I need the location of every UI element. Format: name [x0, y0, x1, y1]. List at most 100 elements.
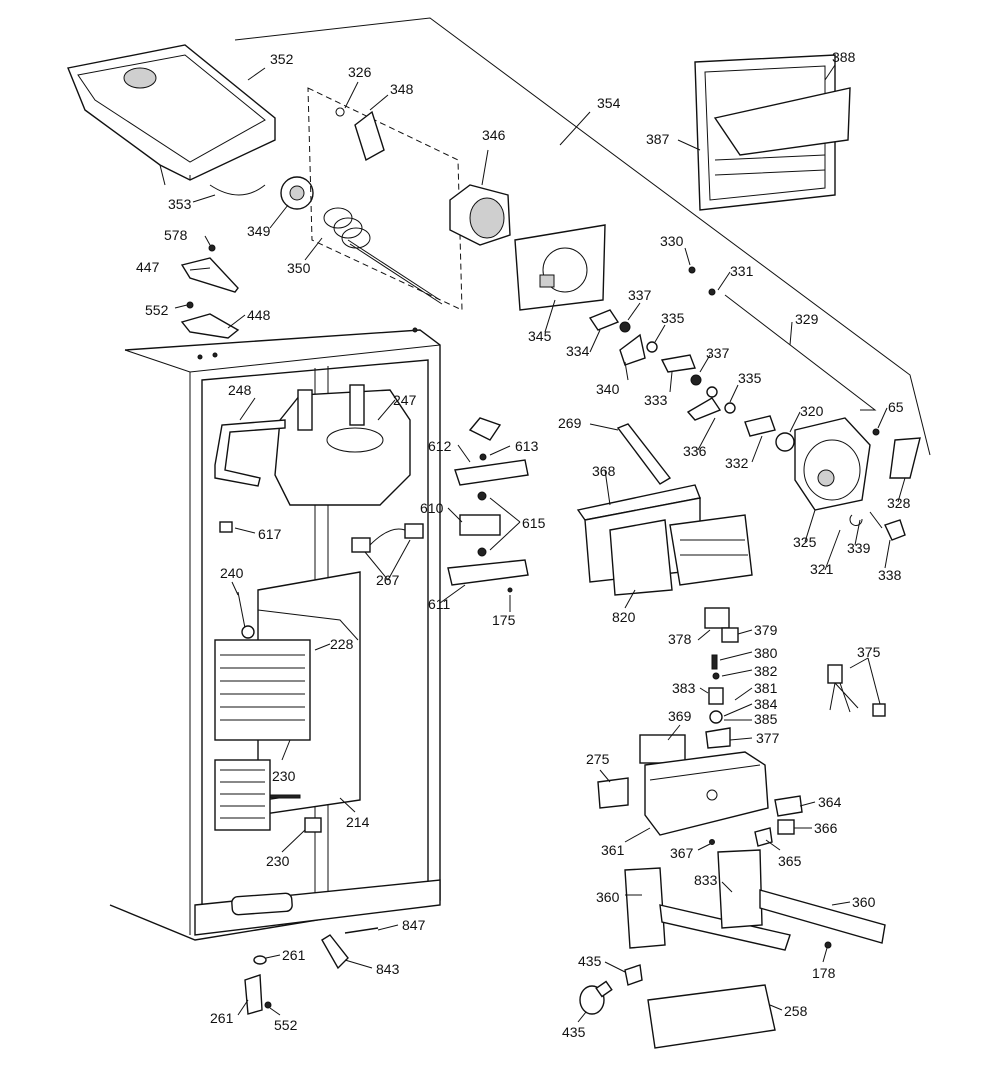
label-230-a: 230: [272, 768, 296, 784]
mounting-plate: [514, 224, 606, 311]
lever-333: [660, 354, 696, 373]
socket-435: [624, 964, 643, 986]
label-367: 367: [670, 845, 694, 861]
label-345: 345: [528, 328, 552, 344]
spring-382: [712, 672, 720, 680]
arm-336: [686, 397, 722, 421]
label-175: 175: [492, 612, 516, 628]
label-610: 610: [420, 500, 444, 516]
screw-552-bottom: [264, 1001, 272, 1009]
actuator-364: [774, 795, 803, 817]
label-820: 820: [612, 609, 636, 625]
label-387: 387: [646, 131, 670, 147]
evaporator-coils: [214, 639, 311, 831]
label-361: 361: [601, 842, 625, 858]
rails-360: [624, 849, 886, 951]
lever-334: [588, 309, 620, 331]
label-578: 578: [164, 227, 188, 243]
label-325: 325: [793, 534, 817, 550]
label-340: 340: [596, 381, 620, 397]
label-261-a: 261: [282, 947, 306, 963]
label-360-a: 360: [596, 889, 620, 905]
label-847: 847: [402, 917, 426, 933]
evaporator-fan: [447, 417, 529, 593]
fill-tube: [616, 423, 672, 485]
label-348: 348: [390, 81, 414, 97]
ice-maker: [576, 484, 753, 596]
tube-248: [214, 419, 286, 487]
label-354: 354: [597, 95, 621, 111]
label-248: 248: [228, 382, 252, 398]
label-346: 346: [482, 127, 506, 143]
label-337-b: 337: [706, 345, 730, 361]
label-364: 364: [818, 794, 842, 810]
label-388: 388: [832, 49, 856, 65]
air-duct: [274, 384, 411, 506]
label-380: 380: [754, 645, 778, 661]
gear-320: [775, 432, 795, 452]
label-321: 321: [810, 561, 834, 577]
rod-329: [724, 294, 877, 411]
label-334: 334: [566, 343, 590, 359]
bucket-auger-parts: [209, 176, 443, 305]
spring-337a: [619, 321, 631, 333]
label-843: 843: [376, 961, 400, 977]
lever-332: [744, 415, 776, 437]
bracket-377: [705, 727, 731, 749]
cover-328: [889, 437, 921, 479]
part-617: [219, 521, 233, 533]
label-383: 383: [672, 680, 696, 696]
washer-335a: [646, 341, 658, 353]
label-328: 328: [887, 495, 911, 511]
label-611: 611: [428, 596, 451, 612]
label-368: 368: [592, 463, 616, 479]
label-375: 375: [857, 644, 881, 660]
harness-375: [827, 664, 886, 717]
label-366: 366: [814, 820, 838, 836]
screw-578: [208, 244, 216, 252]
label-448: 448: [247, 307, 271, 323]
dispenser-housing: [639, 734, 769, 836]
cover-258: [647, 984, 776, 1049]
dispenser-frame: [694, 54, 851, 211]
plate-275: [597, 777, 629, 809]
bracket-230: [304, 817, 322, 833]
screw-178: [824, 941, 832, 949]
part-365: [754, 827, 773, 847]
label-377: 377: [756, 730, 780, 746]
label-615: 615: [522, 515, 546, 531]
label-353: 353: [168, 196, 192, 212]
hinge-261: [244, 974, 263, 1015]
label-335-b: 335: [738, 370, 762, 386]
label-330: 330: [660, 233, 684, 249]
label-379: 379: [754, 622, 778, 638]
screw-552-top: [186, 301, 194, 309]
label-331: 331: [730, 263, 754, 279]
harness-267: [351, 523, 424, 553]
label-178: 178: [812, 965, 836, 981]
bracket-338: [884, 519, 906, 541]
label-261-b: 261: [210, 1010, 234, 1026]
thermostat-240: [241, 625, 255, 639]
washer-335b: [706, 386, 718, 398]
label-613: 613: [515, 438, 539, 454]
wire-240: [237, 591, 246, 629]
label-230-b: 230: [266, 853, 290, 869]
label-258: 258: [784, 1003, 808, 1019]
label-381: 381: [754, 680, 778, 696]
label-369: 369: [668, 708, 692, 724]
label-360-b: 360: [852, 894, 876, 910]
label-384: 384: [754, 696, 778, 712]
door-outline: [234, 17, 931, 456]
label-214: 214: [346, 814, 370, 830]
spring-847: [344, 927, 379, 934]
label-352: 352: [270, 51, 294, 67]
label-350: 350: [287, 260, 311, 276]
bracket-447: [180, 257, 239, 293]
ice-bucket: [67, 44, 276, 186]
label-447: 447: [136, 259, 160, 275]
label-240: 240: [220, 565, 244, 581]
clip-321: [849, 514, 863, 526]
clip-326: [335, 107, 345, 117]
